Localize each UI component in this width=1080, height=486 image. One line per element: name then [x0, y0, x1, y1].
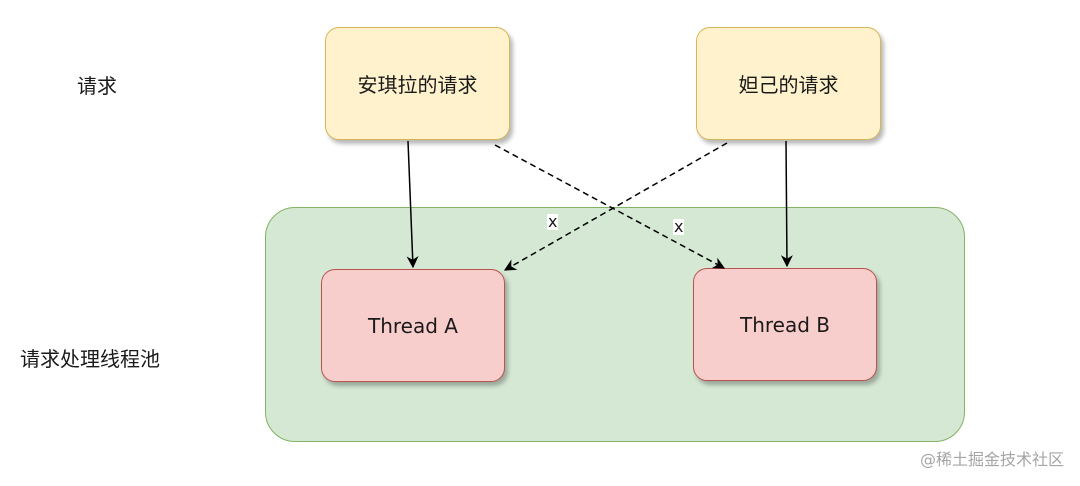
rejected-edge-mark: x [547, 212, 559, 231]
request-node-daji-label: 妲己的请求 [738, 73, 839, 97]
request-row-label: 请求 [77, 74, 117, 98]
thread-pool-row-label: 请求处理线程池 [20, 347, 160, 371]
thread-node-a-label: Thread A [368, 313, 458, 338]
rejected-edge-mark: x [673, 217, 685, 236]
request-node-angela-label: 安琪拉的请求 [357, 73, 478, 97]
thread-node-a: Thread A [321, 269, 505, 382]
request-node-angela: 安琪拉的请求 [325, 27, 510, 140]
watermark: @稀土掘金技术社区 [919, 450, 1064, 469]
thread-node-b-label: Thread B [739, 312, 830, 337]
request-node-daji: 妲己的请求 [696, 27, 881, 140]
thread-node-b: Thread B [693, 268, 877, 381]
